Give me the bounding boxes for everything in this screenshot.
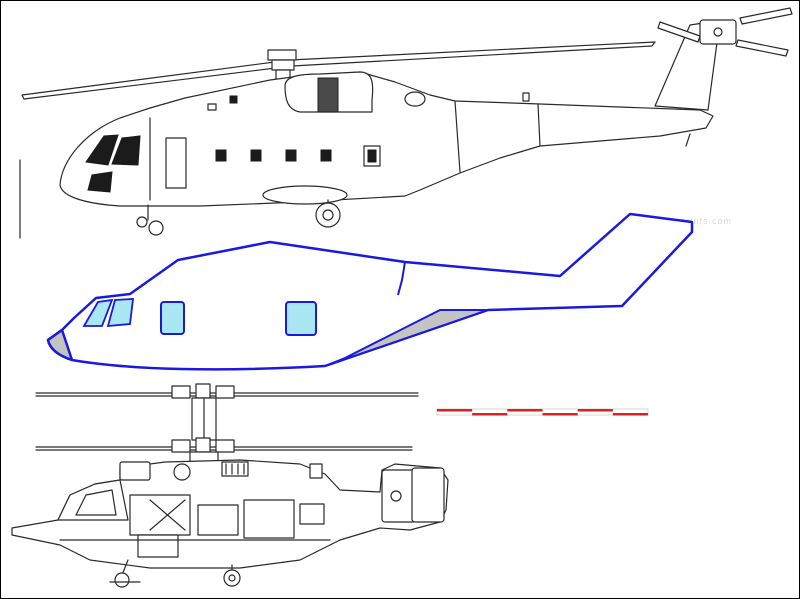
exhaust bbox=[404, 91, 426, 107]
tail-fin-right bbox=[411, 467, 445, 523]
cabin-windows bbox=[207, 95, 381, 167]
coaxial-landing-gear bbox=[109, 559, 241, 588]
cabin-door bbox=[165, 137, 187, 189]
bottom-helicopter-drawing bbox=[11, 383, 449, 588]
cabin-window-2 bbox=[285, 301, 317, 336]
cockpit-window-1 bbox=[82, 298, 114, 327]
chin-window bbox=[87, 171, 113, 193]
scale-bar-segment bbox=[612, 413, 648, 416]
scale-bar-segment bbox=[507, 409, 543, 412]
belly-ramp bbox=[324, 309, 489, 367]
intake-left bbox=[173, 463, 191, 481]
cockpit-window-2 bbox=[106, 298, 135, 328]
cabin-door bbox=[129, 494, 191, 536]
exhaust-grille bbox=[221, 461, 249, 477]
fuselage bbox=[59, 71, 714, 207]
cockpit-window-front bbox=[85, 134, 119, 166]
landing-gear bbox=[136, 199, 341, 236]
scale-bar-segment bbox=[577, 409, 613, 412]
engine-intake-grille bbox=[317, 77, 339, 113]
fuel-sponson bbox=[262, 185, 348, 205]
scale-bar-segment bbox=[542, 413, 578, 416]
scale-bar bbox=[436, 408, 649, 416]
scale-bar-segment bbox=[437, 409, 473, 412]
cockpit-window-side bbox=[111, 135, 141, 166]
tail-rotor bbox=[657, 7, 793, 57]
coaxial-rotor-hubs bbox=[171, 383, 235, 465]
nose-cap bbox=[46, 328, 74, 362]
cabin-window-1 bbox=[160, 301, 185, 335]
scale-bar-segment bbox=[472, 413, 508, 416]
rotor-hub bbox=[267, 49, 297, 81]
canopy bbox=[57, 479, 129, 521]
top-helicopter-drawing bbox=[19, 7, 793, 239]
fuselage-silhouette bbox=[46, 212, 694, 371]
